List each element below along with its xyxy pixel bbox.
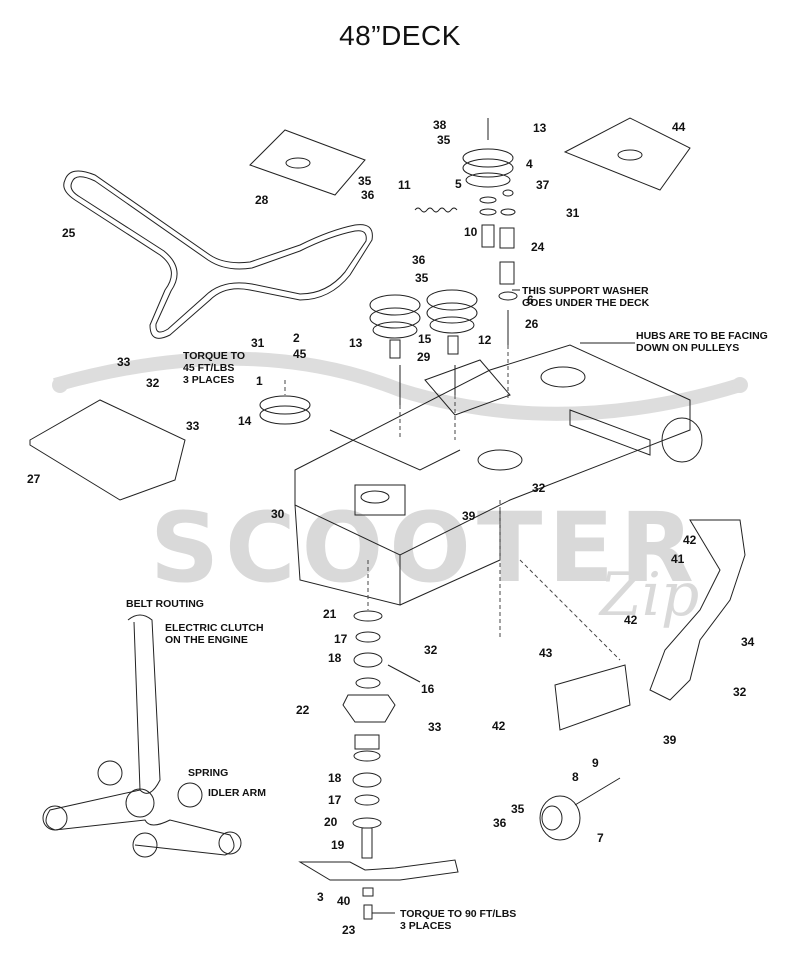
callout-18: 18 — [328, 651, 342, 665]
callout-23: 23 — [342, 923, 356, 937]
callout-16: 16 — [421, 682, 435, 696]
front-pulley — [259, 395, 311, 415]
callout-32: 32 — [532, 481, 546, 495]
callout-35: 35 — [415, 271, 429, 285]
idler-arm-label: IDLER ARM — [208, 787, 266, 799]
spindle-pulleys — [369, 289, 478, 405]
discharge-chute — [649, 519, 746, 701]
callout-13: 13 — [349, 336, 363, 350]
callout-22: 22 — [296, 703, 310, 717]
callout-42: 42 — [624, 613, 638, 627]
callout-9: 9 — [592, 756, 599, 770]
diagram-title: 48”DECK — [339, 20, 461, 51]
callout-35: 35 — [511, 802, 525, 816]
deck-shell — [294, 344, 703, 606]
callout-11: 11 — [398, 178, 411, 192]
callout-35: 35 — [358, 174, 372, 188]
callout-38: 38 — [433, 118, 447, 132]
callout-15: 15 — [418, 332, 432, 346]
callout-33: 33 — [186, 419, 200, 433]
callout-43: 43 — [539, 646, 553, 660]
anti-scalp-wheel — [539, 795, 581, 841]
callout-4: 4 — [526, 157, 533, 171]
idler-cover-plate — [563, 117, 691, 191]
belt-routing-label: BELT ROUTING — [126, 598, 204, 610]
watermark-brand: SCOOTER — [150, 492, 700, 604]
callout-31: 31 — [566, 206, 580, 220]
callout-31: 31 — [251, 336, 265, 350]
deck-belt — [63, 170, 373, 339]
belt-routing-diagram — [42, 614, 242, 858]
callout-37: 37 — [536, 178, 550, 192]
callout-25: 25 — [62, 226, 76, 240]
callout-14: 14 — [238, 414, 252, 428]
support-washer-note: THIS SUPPORT WASHER GOES UNDER THE DECK — [522, 285, 650, 309]
callout-30: 30 — [271, 507, 285, 521]
callout-19: 19 — [331, 838, 345, 852]
callout-6: 6 — [527, 293, 534, 307]
callout-33: 33 — [428, 720, 442, 734]
callout-17: 17 — [334, 632, 348, 646]
callout-36: 36 — [493, 816, 507, 830]
deflector-plate — [554, 664, 631, 731]
callout-17: 17 — [328, 793, 342, 807]
callout-8: 8 — [572, 770, 579, 784]
callout-18: 18 — [328, 771, 342, 785]
idler-pulley-stack — [462, 118, 518, 345]
callout-32: 32 — [146, 376, 160, 390]
torque-90-note: TORQUE TO 90 FT/LBS 3 PLACES — [400, 908, 517, 932]
callout-7: 7 — [597, 831, 604, 845]
callout-13: 13 — [533, 121, 547, 135]
spring-label: SPRING — [188, 767, 229, 779]
callout-3: 3 — [317, 890, 324, 904]
electric-clutch-label: ELECTRIC CLUTCH ON THE ENGINE — [165, 622, 264, 646]
callout-5: 5 — [455, 177, 462, 191]
hubs-facing-note: HUBS ARE TO BE FACING DOWN ON PULLEYS — [636, 330, 768, 354]
deck-spring — [414, 207, 458, 213]
callout-27: 27 — [27, 472, 41, 486]
callout-21: 21 — [323, 607, 337, 621]
callout-39: 39 — [462, 509, 476, 523]
callout-2: 2 — [293, 331, 300, 345]
callout-1: 1 — [256, 374, 263, 388]
callout-32: 32 — [424, 643, 438, 657]
callout-42: 42 — [492, 719, 506, 733]
callout-20: 20 — [324, 815, 338, 829]
callout-35: 35 — [437, 133, 451, 147]
callout-40: 40 — [337, 894, 351, 908]
callout-34: 34 — [741, 635, 755, 649]
callout-33: 33 — [117, 355, 131, 369]
callout-41: 41 — [671, 552, 685, 566]
callout-26: 26 — [525, 317, 539, 331]
callout-10: 10 — [464, 225, 478, 239]
callout-36: 36 — [361, 188, 375, 202]
belt-cover-plate — [249, 129, 366, 196]
belt-guard — [29, 399, 186, 501]
watermark-script: Zip — [600, 560, 700, 630]
torque-45-note: TORQUE TO 45 FT/LBS 3 PLACES — [183, 350, 246, 386]
mower-blade — [298, 859, 459, 881]
callout-32: 32 — [733, 685, 747, 699]
callout-44: 44 — [672, 120, 686, 134]
spindle-assembly — [298, 610, 459, 920]
callout-24: 24 — [531, 240, 545, 254]
callout-42: 42 — [683, 533, 697, 547]
callout-39: 39 — [663, 733, 677, 747]
callout-45: 45 — [293, 347, 307, 361]
callout-29: 29 — [417, 350, 431, 364]
callout-28: 28 — [255, 193, 269, 207]
callout-12: 12 — [478, 333, 492, 347]
callout-36: 36 — [412, 253, 426, 267]
